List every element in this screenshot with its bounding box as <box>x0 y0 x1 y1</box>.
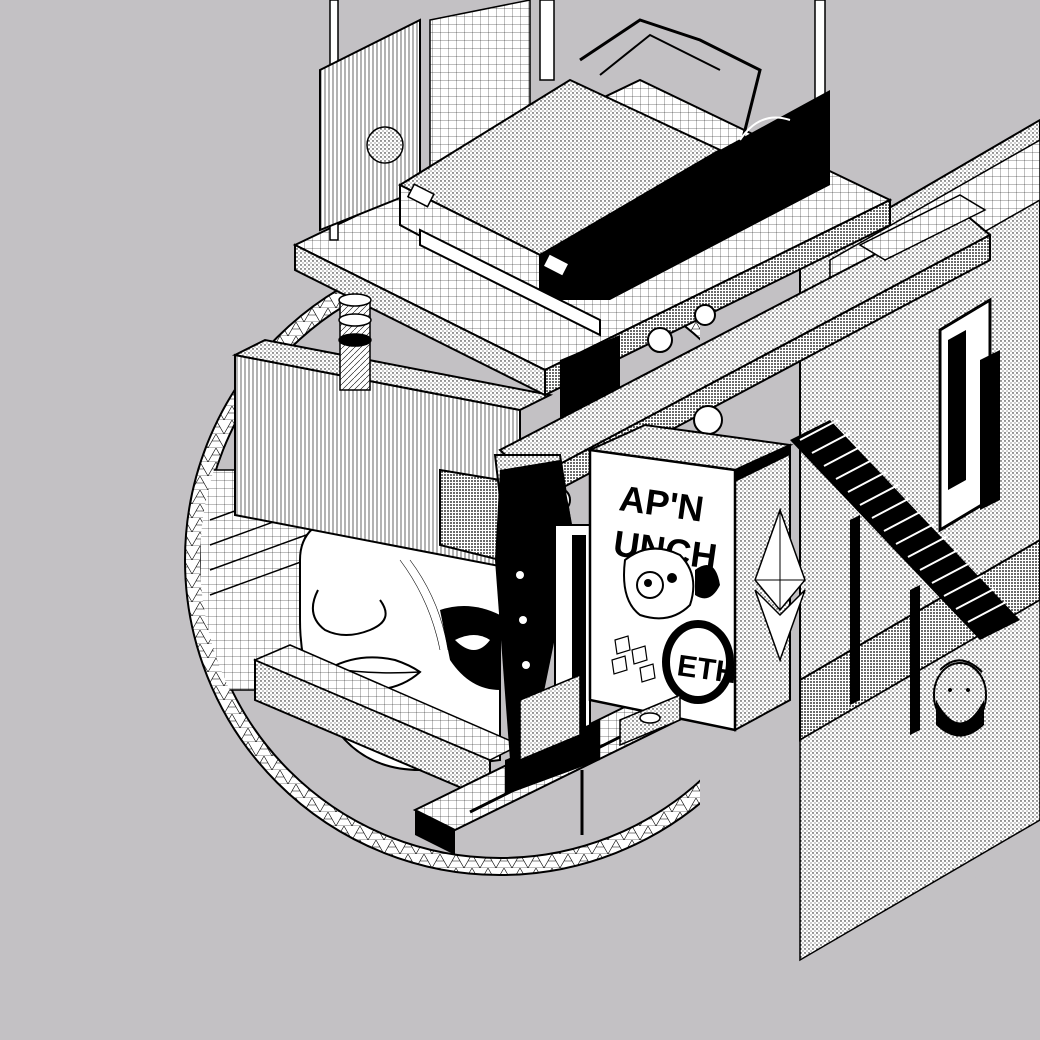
small-device <box>580 693 681 835</box>
staircase <box>790 419 1020 735</box>
man-head <box>933 659 987 737</box>
ethereum-diamond-icon <box>754 507 806 663</box>
visor-slab <box>231 338 554 572</box>
cereal-box: AP'N UNCH ETH <box>586 423 806 732</box>
hydraulic-press <box>495 460 600 795</box>
eth-badge: ETH <box>662 620 739 704</box>
car-body <box>397 18 830 337</box>
machinery <box>338 293 716 420</box>
